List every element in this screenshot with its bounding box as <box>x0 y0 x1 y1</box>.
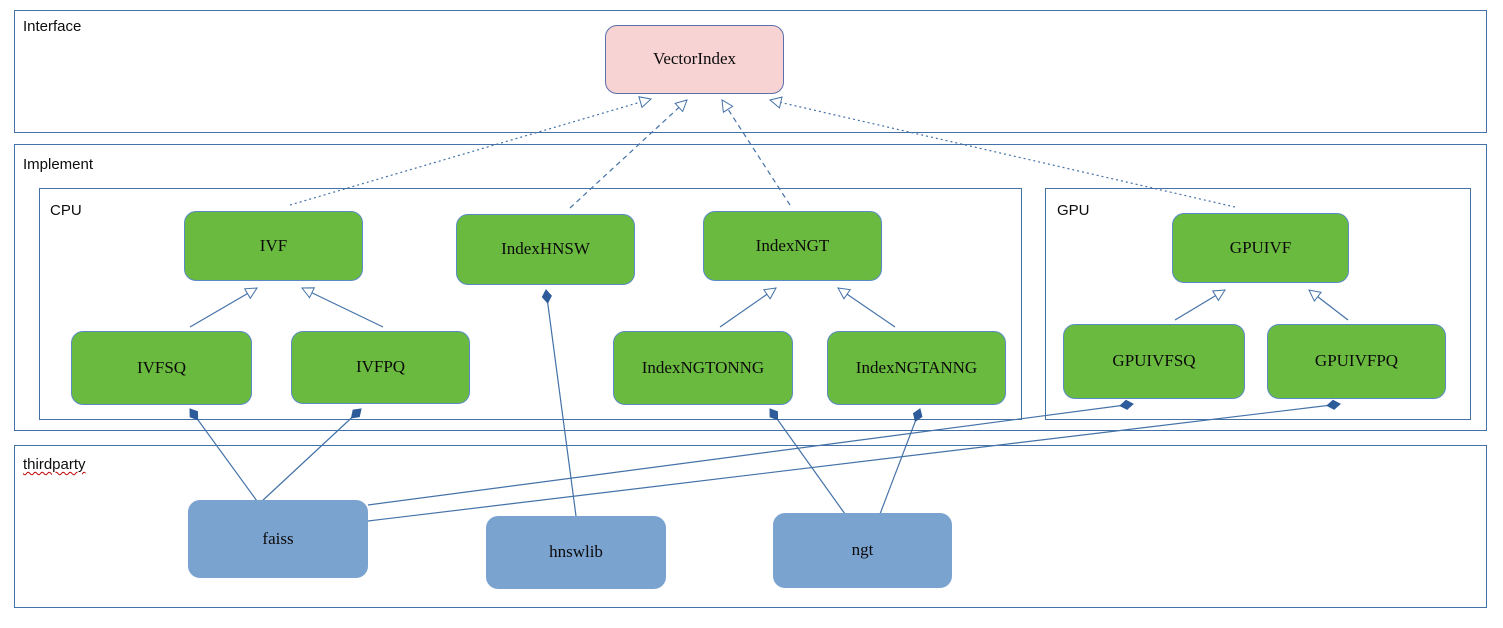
node-label-faiss: faiss <box>262 528 294 548</box>
group-label-interface: Interface <box>23 18 82 35</box>
node-vectorindex[interactable]: VectorIndex <box>605 25 784 94</box>
node-ivfpq[interactable]: IVFPQ <box>291 331 470 404</box>
node-indexhnsw[interactable]: IndexHNSW <box>456 214 635 285</box>
node-indexngt[interactable]: IndexNGT <box>703 211 882 281</box>
node-indexngtanng[interactable]: IndexNGTANNG <box>827 331 1006 405</box>
node-ivf[interactable]: IVF <box>184 211 363 281</box>
node-faiss[interactable]: faiss <box>188 500 368 578</box>
node-label-gpuivfsq: GPUIVFSQ <box>1112 351 1196 371</box>
group-label-thirdparty: thirdparty <box>23 456 86 473</box>
node-ngt[interactable]: ngt <box>773 513 952 588</box>
node-gpuivfsq[interactable]: GPUIVFSQ <box>1063 324 1245 399</box>
node-ivfsq[interactable]: IVFSQ <box>71 331 252 405</box>
node-label-ngt: ngt <box>851 540 874 560</box>
node-label-indexngtonng: IndexNGTONNG <box>641 357 765 377</box>
node-gpuivfpq[interactable]: GPUIVFPQ <box>1267 324 1446 399</box>
group-label-implement: Implement <box>23 156 94 173</box>
node-label-ivfsq: IVFSQ <box>136 357 187 377</box>
node-label-ivfpq: IVFPQ <box>355 357 406 377</box>
node-label-hnswlib: hnswlib <box>549 542 603 562</box>
node-label-vectorindex: VectorIndex <box>652 49 737 69</box>
group-label-cpu: CPU <box>50 202 82 219</box>
node-indexngtonng[interactable]: IndexNGTONNG <box>613 331 793 405</box>
node-label-indexngtanng: IndexNGTANNG <box>855 357 978 377</box>
node-hnswlib[interactable]: hnswlib <box>486 516 666 589</box>
node-gpuivf[interactable]: GPUIVF <box>1172 213 1349 283</box>
node-label-ivf: IVF <box>259 235 288 255</box>
node-label-indexngt: IndexNGT <box>755 235 830 255</box>
node-label-gpuivf: GPUIVF <box>1229 237 1292 257</box>
node-label-indexhnsw: IndexHNSW <box>501 239 590 259</box>
group-label-gpu: GPU <box>1057 202 1090 219</box>
node-label-gpuivfpq: GPUIVFPQ <box>1314 351 1399 371</box>
